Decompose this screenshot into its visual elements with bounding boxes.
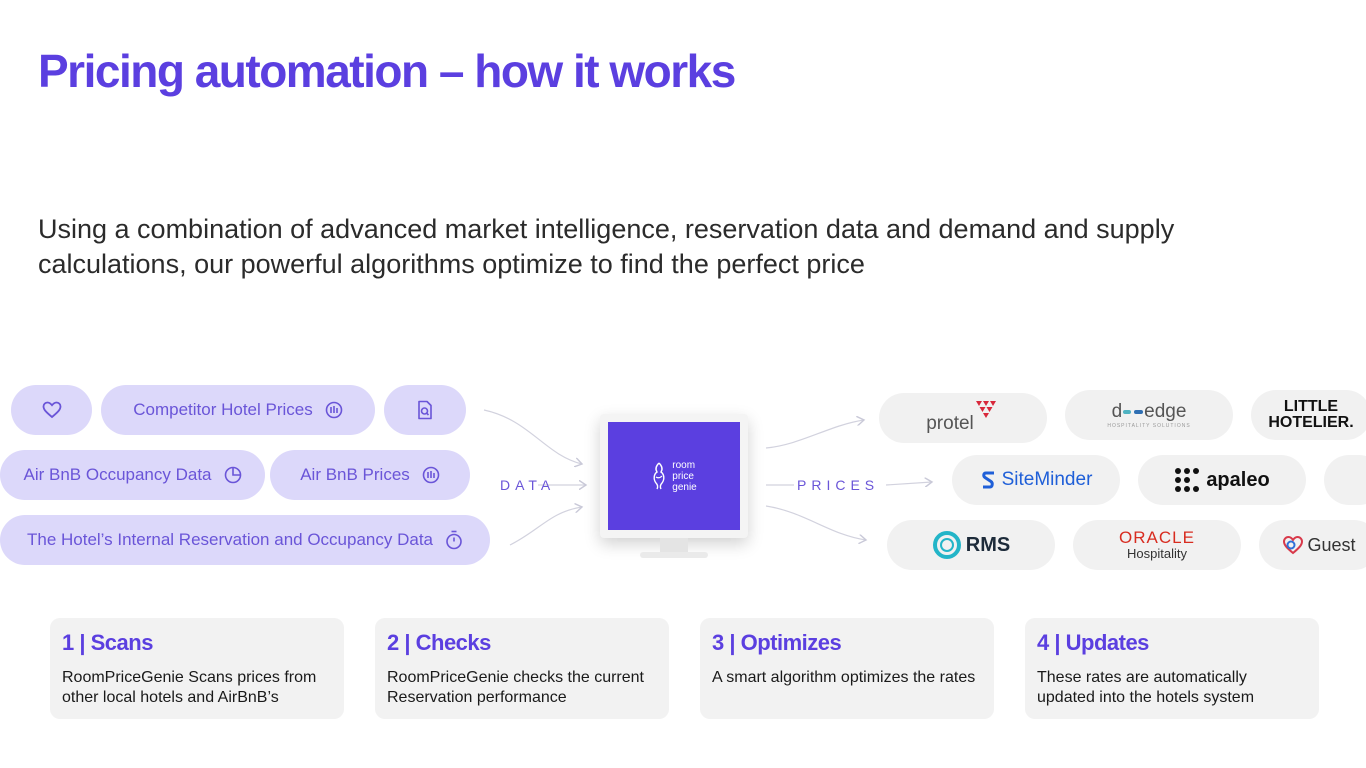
competitor-prices-label: Competitor Hotel Prices bbox=[133, 400, 313, 419]
protel-wordmark: protel bbox=[926, 413, 974, 434]
rms-logo: RMS bbox=[887, 520, 1055, 570]
oracle-hospitality-logo: ORACLE Hospitality bbox=[1073, 520, 1241, 570]
airbnb-occupancy-label: Air BnB Occupancy Data bbox=[23, 465, 212, 484]
apaleo-dots-icon bbox=[1175, 468, 1200, 492]
monitor-screen: room price genie bbox=[600, 414, 748, 538]
oracle-wordmark: ORACLE bbox=[1119, 528, 1195, 547]
apaleo-wordmark: apaleo bbox=[1206, 468, 1270, 491]
partial-logo bbox=[1324, 455, 1366, 505]
bar-chart-icon bbox=[422, 466, 440, 484]
heart-icon bbox=[42, 401, 61, 419]
step-title: 3 | Optimizes bbox=[712, 630, 842, 655]
step-card-checks: 2 | Checks RoomPriceGenie checks the cur… bbox=[375, 618, 669, 719]
internal-data-pill: The Hotel’s Internal Reservation and Occ… bbox=[0, 515, 490, 565]
dedge-connector-icon bbox=[1123, 410, 1144, 414]
page-title: Pricing automation – how it works bbox=[38, 45, 736, 97]
step-text: RoomPriceGenie Scans prices from other l… bbox=[62, 669, 317, 706]
protel-logo: protel bbox=[879, 393, 1047, 443]
page-subtitle: Using a combination of advanced market i… bbox=[38, 214, 1175, 279]
dedge-wordmark-d: d bbox=[1111, 401, 1123, 422]
little-hotelier-line2: HOTELIER. bbox=[1268, 414, 1354, 431]
dedge-wordmark-edge: edge bbox=[1144, 401, 1187, 422]
step-card-updates: 4 | Updates These rates are automaticall… bbox=[1025, 618, 1319, 719]
genie-lamp-icon bbox=[653, 462, 665, 490]
step-title: 2 | Checks bbox=[387, 630, 491, 655]
step-text: RoomPriceGenie checks the current Reserv… bbox=[387, 669, 644, 706]
step-text: These rates are automatically updated in… bbox=[1037, 669, 1255, 706]
monitor-screen-display: room price genie bbox=[608, 422, 740, 530]
search-doc-pill bbox=[384, 385, 466, 435]
rms-ring-icon bbox=[932, 531, 961, 559]
airbnb-prices-pill: Air BnB Prices bbox=[270, 450, 470, 500]
oracle-hospitality-sub: Hospitality bbox=[1127, 546, 1187, 561]
siteminder-mark-icon bbox=[981, 471, 994, 489]
monitor-base bbox=[640, 552, 708, 558]
apaleo-logo: apaleo bbox=[1138, 455, 1306, 505]
roompricegenie-monitor: room price genie bbox=[600, 414, 748, 560]
internal-data-label: The Hotel’s Internal Reservation and Occ… bbox=[26, 530, 434, 549]
stopwatch-icon bbox=[446, 530, 462, 550]
bar-chart-icon bbox=[325, 401, 343, 419]
little-hotelier-line1: LITTLE bbox=[1283, 398, 1339, 415]
brand-genie: genie bbox=[672, 481, 697, 493]
airbnb-prices-label: Air BnB Prices bbox=[300, 465, 410, 484]
dedge-tagline: HOSPITALITY SOLUTIONS bbox=[1107, 423, 1191, 429]
guest-wordmark: Guest bbox=[1307, 534, 1356, 555]
heart-pill bbox=[11, 385, 92, 435]
step-card-scans: 1 | Scans RoomPriceGenie Scans prices fr… bbox=[50, 618, 344, 719]
guest-logo: Guest bbox=[1259, 520, 1366, 570]
step-title: 1 | Scans bbox=[62, 630, 153, 655]
guest-heart-icon bbox=[1283, 535, 1304, 555]
pie-chart-icon bbox=[224, 466, 241, 484]
monitor-stand bbox=[660, 538, 688, 552]
step-text: A smart algorithm optimizes the rates bbox=[712, 669, 976, 686]
dedge-logo: d edge HOSPITALITY SOLUTIONS bbox=[1065, 390, 1233, 440]
data-flow-label: DATA bbox=[500, 477, 556, 493]
airbnb-occupancy-pill: Air BnB Occupancy Data bbox=[0, 450, 265, 500]
step-card-optimizes: 3 | Optimizes A smart algorithm optimize… bbox=[700, 618, 994, 719]
rms-wordmark: RMS bbox=[965, 533, 1011, 556]
siteminder-wordmark: SiteMinder bbox=[1001, 469, 1093, 490]
prices-flow-label: PRICES bbox=[797, 477, 880, 493]
little-hotelier-logo: LITTLE HOTELIER. bbox=[1251, 390, 1366, 440]
step-title: 4 | Updates bbox=[1037, 630, 1149, 655]
roompricegenie-logo: room price genie bbox=[651, 459, 697, 493]
brand-room: room bbox=[672, 459, 696, 471]
siteminder-logo: SiteMinder bbox=[952, 455, 1120, 505]
brand-price: price bbox=[672, 470, 694, 482]
competitor-prices-pill: Competitor Hotel Prices bbox=[101, 385, 375, 435]
document-search-icon bbox=[418, 400, 432, 420]
protel-triangles-icon bbox=[975, 401, 996, 418]
